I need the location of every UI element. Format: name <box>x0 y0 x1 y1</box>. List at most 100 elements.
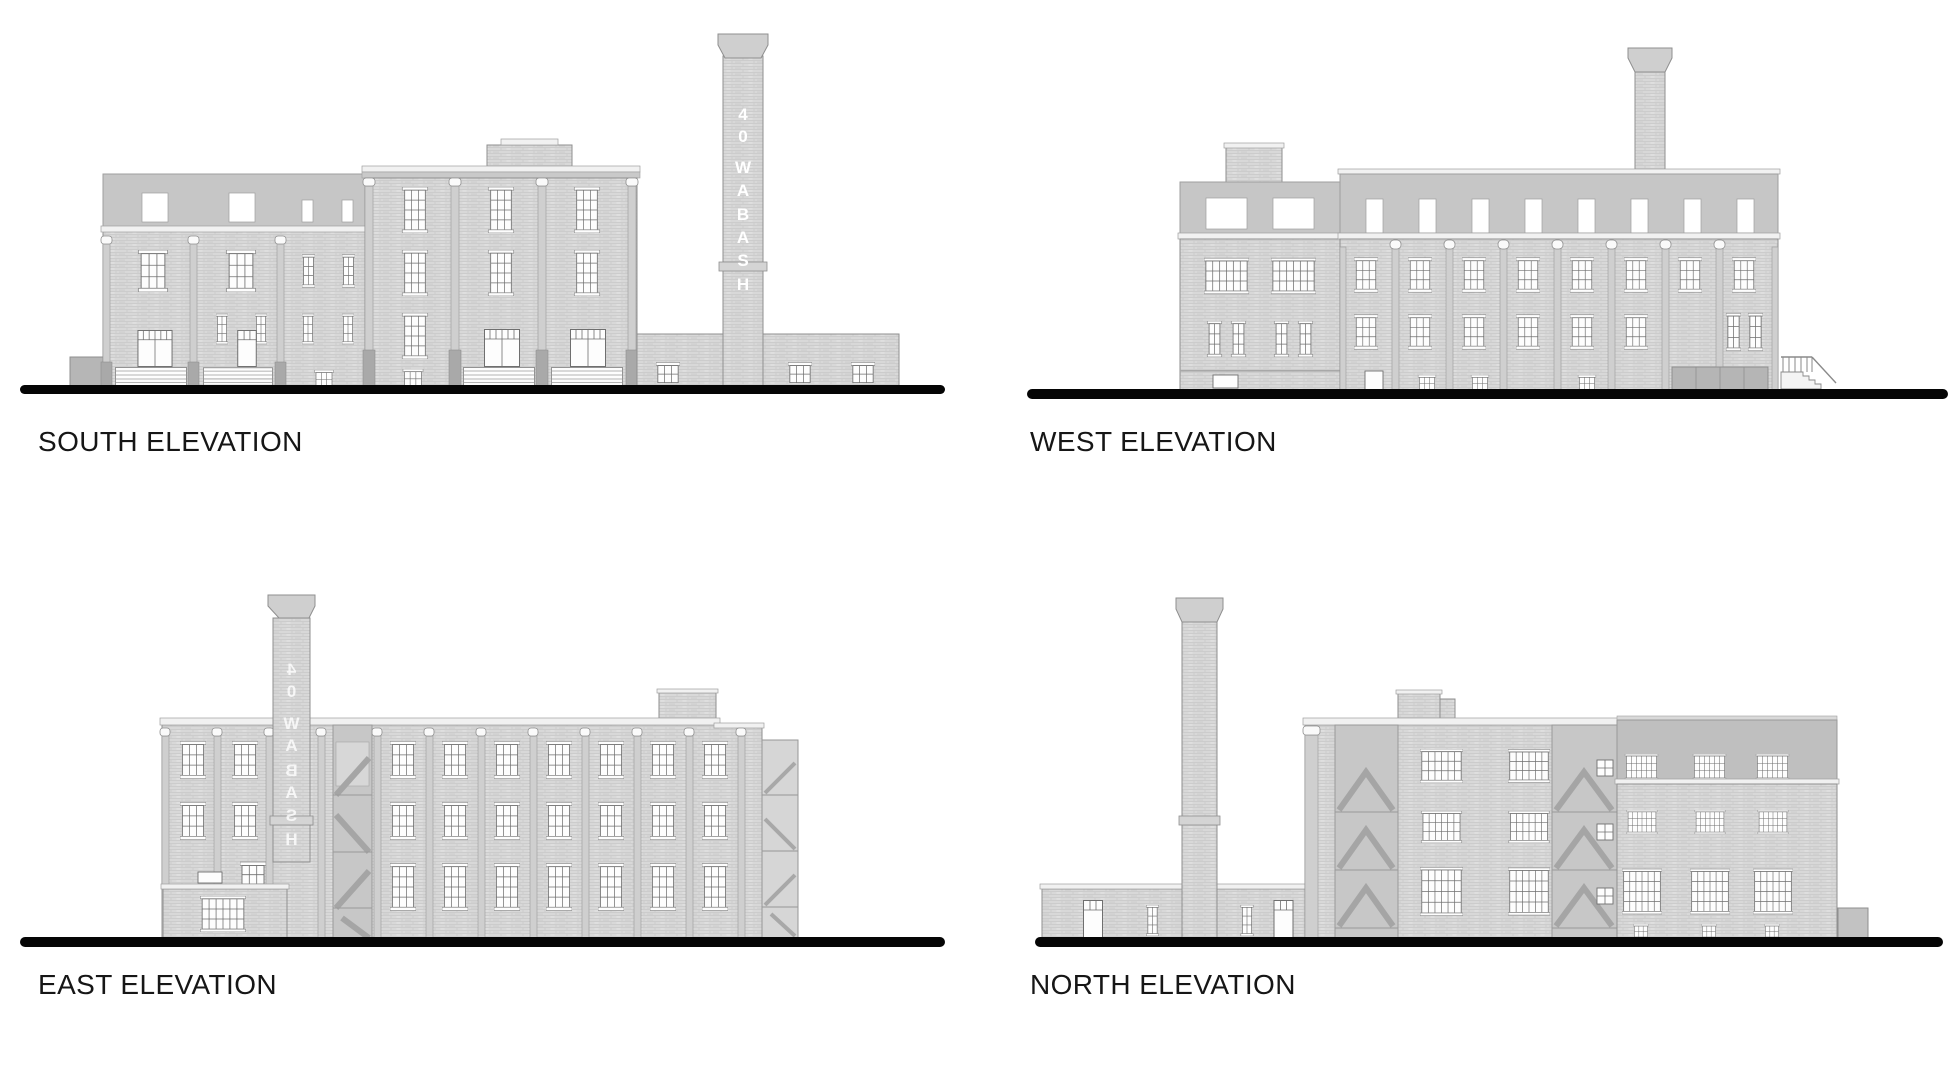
sign-letter: S <box>286 806 297 825</box>
window <box>650 862 676 912</box>
south-low-building <box>636 333 900 387</box>
east-fire-escape <box>761 739 799 939</box>
door <box>1273 900 1294 938</box>
window <box>200 896 246 932</box>
sign-letter: 0 <box>738 127 747 146</box>
window <box>650 740 676 780</box>
window <box>598 862 624 912</box>
window <box>851 362 875 383</box>
window <box>1632 924 1650 937</box>
sign-letter: H <box>285 830 297 849</box>
north-chimney <box>1175 597 1224 939</box>
sign-letter: 4 <box>286 660 296 679</box>
window <box>232 740 258 780</box>
north-right-building <box>1614 715 1840 939</box>
window <box>137 250 169 292</box>
window <box>494 801 520 841</box>
loading-dock <box>463 367 535 386</box>
window <box>1297 321 1314 357</box>
window <box>1678 257 1702 293</box>
sign-letter: 0 <box>287 682 296 701</box>
window <box>390 801 416 841</box>
window <box>656 362 680 383</box>
window <box>180 740 206 780</box>
window <box>1420 749 1463 783</box>
window <box>1462 257 1486 293</box>
window <box>1508 811 1550 843</box>
window <box>401 313 429 359</box>
north-low-wall <box>1039 883 1308 939</box>
west-elevation-label: WEST ELEVATION <box>1030 426 1277 457</box>
sign-letter: A <box>285 783 297 802</box>
window <box>442 740 468 780</box>
loading-dock <box>551 367 623 386</box>
window <box>546 740 572 780</box>
double-door <box>484 329 520 367</box>
west-exterior-stairs <box>1780 356 1837 390</box>
window <box>1417 375 1437 390</box>
window <box>494 862 520 912</box>
window <box>1726 312 1741 352</box>
window <box>573 187 601 233</box>
window <box>598 740 624 780</box>
window <box>598 801 624 841</box>
window <box>1516 314 1540 350</box>
window <box>1694 810 1726 834</box>
window <box>1624 257 1648 293</box>
window <box>1753 868 1793 915</box>
sign-letter: W <box>735 158 752 177</box>
window <box>232 801 258 841</box>
north-stair-shaft-left <box>1334 724 1399 939</box>
door <box>1082 900 1104 938</box>
window <box>1508 867 1550 916</box>
north-stair-shaft-right <box>1551 724 1618 939</box>
door <box>237 330 257 367</box>
sign-letter: 4 <box>738 105 748 124</box>
north-right-annex <box>1837 907 1869 939</box>
window <box>442 801 468 841</box>
east-chimney: 4 0 W A B A S H <box>267 594 316 863</box>
west-main-building <box>1337 168 1781 391</box>
window <box>401 250 429 296</box>
window <box>1763 924 1781 937</box>
sign-letter: A <box>737 181 749 200</box>
window <box>1690 868 1730 915</box>
window <box>702 801 728 841</box>
north-elevation-drawing <box>1035 597 1943 947</box>
chimney-sign-text-mirrored: 4 0 W A B A S H <box>283 660 300 849</box>
window <box>390 740 416 780</box>
east-main-building <box>159 688 765 939</box>
north-ground-line <box>1035 937 1943 947</box>
chimney-sign-text: 4 0 W A B A S H <box>735 105 752 294</box>
window <box>442 862 468 912</box>
window <box>402 369 424 386</box>
double-door <box>570 329 606 367</box>
west-left-building <box>1177 142 1343 391</box>
sign-letter: S <box>737 251 748 270</box>
east-ground-line <box>20 937 945 947</box>
window <box>1516 257 1540 293</box>
window <box>1354 257 1378 293</box>
sign-letter: A <box>285 736 297 755</box>
window <box>702 862 728 912</box>
window <box>1470 375 1490 390</box>
west-elevation-drawing <box>1027 47 1948 399</box>
window <box>1204 257 1249 295</box>
window <box>1692 754 1727 780</box>
window <box>1408 314 1432 350</box>
window <box>487 187 515 233</box>
window <box>1508 749 1550 783</box>
sign-letter: H <box>737 275 749 294</box>
east-stair-shaft <box>332 724 373 941</box>
window <box>240 861 266 885</box>
window <box>573 250 601 296</box>
east-elevation-drawing: 4 0 W A B A S H <box>20 594 945 947</box>
window <box>1271 257 1316 295</box>
window <box>180 801 206 841</box>
window <box>702 740 728 780</box>
west-ground-line <box>1027 389 1948 399</box>
south-elevation-label: SOUTH ELEVATION <box>38 426 303 457</box>
window <box>314 370 334 386</box>
